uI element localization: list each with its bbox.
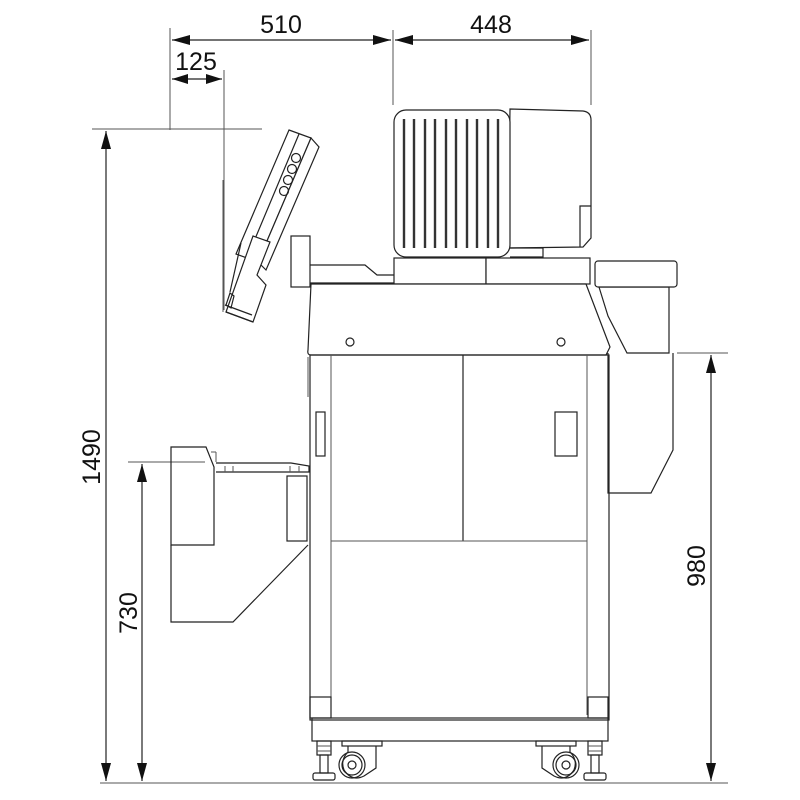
top-tray [310,264,395,285]
motor-housing [393,108,592,285]
dimension-448: 448 [395,11,589,45]
bolt-icon [556,337,566,347]
dimension-510-label: 510 [260,11,302,39]
dimension-730: 730 [115,464,147,781]
vent-slots [402,119,500,248]
dimension-448-label: 448 [470,11,512,39]
cabinet-top [307,283,611,356]
dimension-510: 510 [172,11,391,45]
leveling-foot-right [583,740,607,781]
leveling-foot-left [312,740,336,781]
display-button-icon [278,185,290,197]
door-handle-left [315,411,326,457]
display-button-icon [282,174,294,186]
dimension-1490: 1490 [78,131,111,781]
dimension-980: 980 [683,355,716,781]
cabinet [307,354,610,742]
door-handle-right [554,411,578,457]
caster-left [338,740,383,779]
dimension-125: 125 [172,48,222,84]
dimension-1490-label: 1490 [78,429,106,485]
bolt-icon [345,337,355,347]
display-button-icon [286,163,298,175]
dimension-730-label: 730 [115,592,143,634]
dimension-125-label: 125 [175,48,217,76]
dimension-lines: 510 448 125 1490 [78,11,728,784]
discharge-chute [594,260,678,494]
caster-right [535,740,580,779]
touch-screen-display [222,129,320,323]
dimension-980-label: 980 [683,545,711,587]
side-table [170,446,310,623]
display-button-icon [290,152,302,164]
